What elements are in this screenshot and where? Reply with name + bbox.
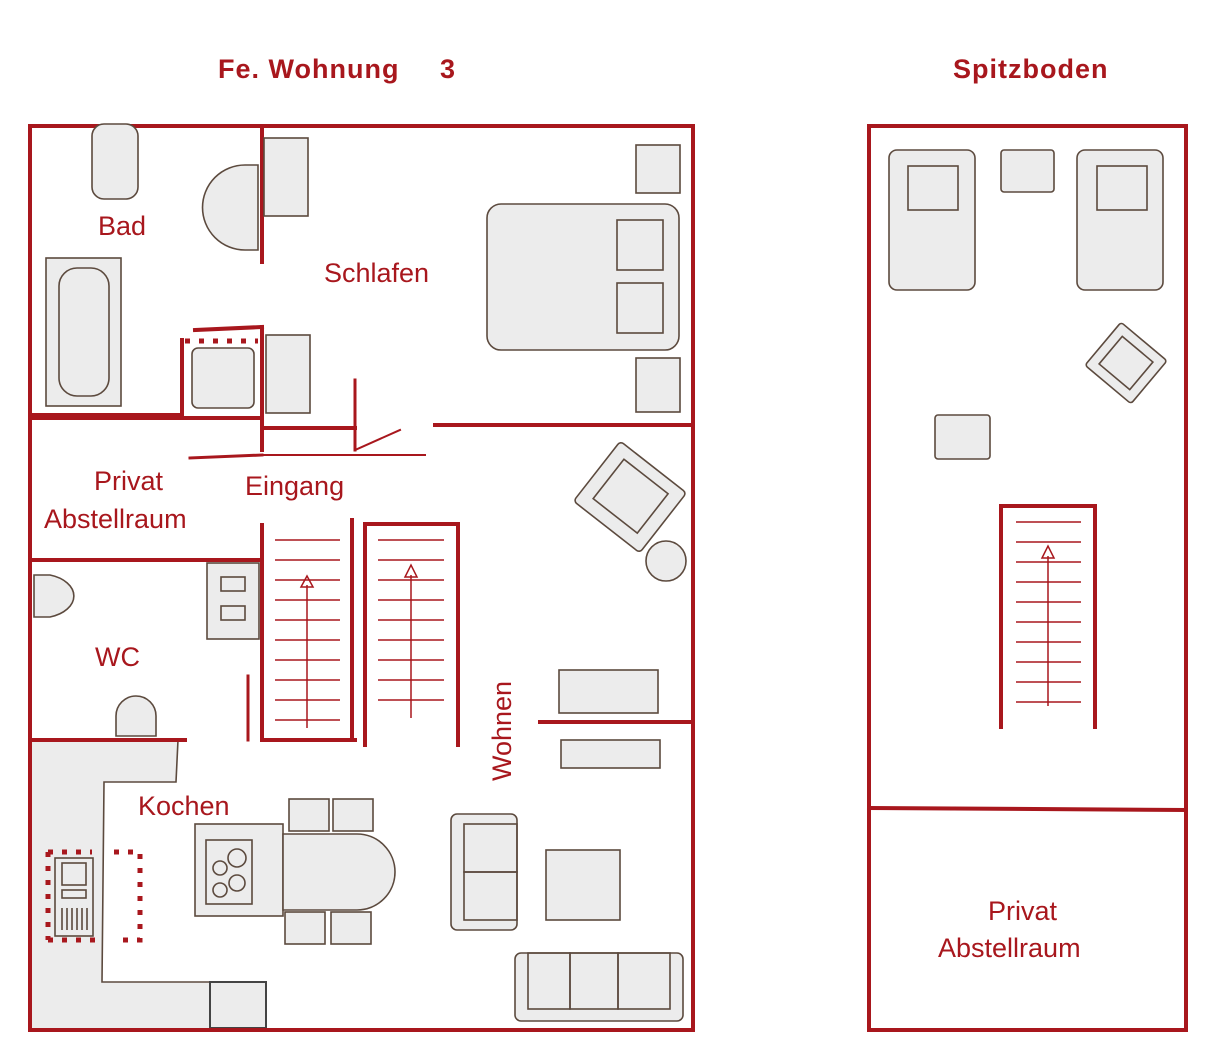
tv-bench-icon [560, 739, 661, 769]
washer-detail-icon [220, 605, 246, 621]
stair-arrow-icon [1040, 544, 1056, 559]
kitchen-dotted-outline [45, 849, 100, 943]
attic-storage-divider [866, 805, 1189, 813]
pillow-icon [907, 165, 959, 211]
room-label-wc: WC [95, 642, 140, 672]
washer-icon [206, 562, 260, 640]
dresser-icon [265, 334, 311, 414]
pillow-icon [616, 219, 664, 271]
pillow-icon [1096, 165, 1148, 211]
wc-sink-icon [115, 695, 157, 737]
side-table-icon [645, 540, 687, 582]
wc-toilet-icon [33, 574, 75, 618]
chair-icon [330, 911, 372, 945]
loveseat-seat [463, 871, 518, 921]
staircase-1 [260, 518, 357, 742]
room-label-bad: Bad [98, 211, 146, 241]
attic-table-icon [934, 414, 991, 460]
burner-icon [212, 860, 228, 876]
room-label-privat: Privat [94, 466, 164, 496]
attic-label-privat: Privat [988, 896, 1058, 926]
washer-detail-icon [220, 576, 246, 592]
chair-icon [284, 911, 326, 945]
cooktop-icon [205, 839, 253, 905]
attic-title: Spitzboden [953, 54, 1108, 84]
bathtub-inner [58, 267, 110, 397]
attic-outer-wall [867, 124, 1188, 1032]
grill-icon [61, 908, 88, 930]
room-label-schlafen: Schlafen [324, 258, 429, 288]
nightstand-icon [635, 357, 681, 413]
sofa-icon [514, 952, 684, 1022]
attic-label-abstellraum: Abstellraum [938, 933, 1081, 963]
apartment-title: Fe. Wohnung [218, 54, 399, 84]
coffee-table-icon [545, 849, 621, 921]
room-label-abstellraum: Abstellraum [44, 504, 187, 534]
burner-icon [212, 882, 228, 898]
shower-icon [191, 347, 255, 409]
chair-icon [332, 798, 374, 832]
room-label-kochen: Kochen [138, 791, 230, 821]
wardrobe-icon [263, 137, 309, 217]
bath-sink-icon [201, 164, 259, 251]
apartment-outer-wall [28, 124, 695, 1032]
room-label-eingang: Eingang [245, 471, 344, 501]
pillow-icon [616, 282, 664, 334]
apartment-number: 3 [440, 54, 456, 84]
dining-table-icon [282, 833, 396, 911]
chair-icon [288, 798, 330, 832]
kitchen-dotted-outline [114, 849, 143, 943]
bath-toilet-icon [91, 123, 139, 200]
door-leaf-2 [188, 453, 264, 460]
kitchen-box [209, 981, 267, 1029]
nightstand-icon [635, 144, 681, 194]
burner-icon [228, 874, 246, 892]
oven-handle [61, 889, 87, 899]
sideboard-icon [558, 669, 659, 714]
staircase-2 [363, 522, 460, 747]
attic-staircase [999, 504, 1097, 729]
bath-closet-top [192, 324, 265, 333]
room-label-wohnen: Wohnen [487, 681, 517, 781]
apartment-floor: Bad Schlafen Privat Abstellraum Eingang … [28, 123, 695, 1032]
door-leaf-1b [353, 428, 402, 452]
stair-arrow-icon [299, 574, 315, 588]
attic-armchair-icon [1085, 322, 1167, 404]
stair-arrow-icon [403, 563, 419, 578]
burner-icon [227, 848, 247, 868]
nightstand-icon [1000, 149, 1055, 193]
armchair-icon [574, 442, 686, 552]
sofa-seat [617, 952, 671, 1010]
oven-window [61, 862, 87, 886]
attic-floor: Privat Abstellraum [866, 124, 1189, 1032]
